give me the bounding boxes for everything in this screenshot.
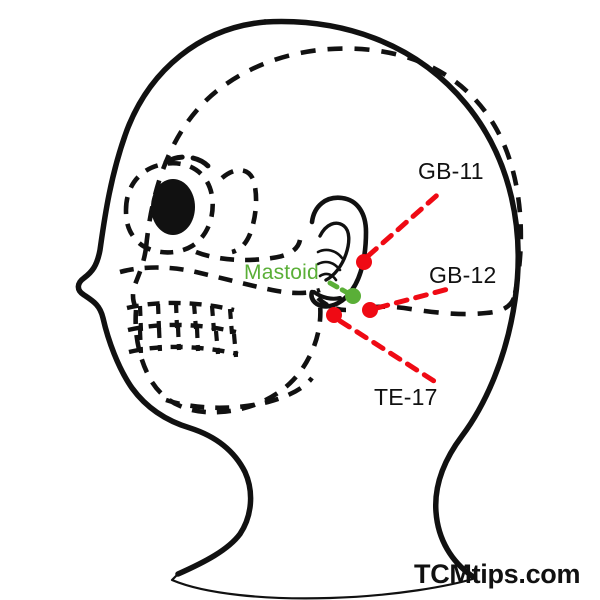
leader-line-gb-12 <box>374 285 455 311</box>
acupoint-te-17[interactable] <box>326 307 342 323</box>
leader-line-gb-11 <box>365 187 446 259</box>
label-mastoid: Mastoid <box>244 261 319 284</box>
cranial-vault-suture <box>130 46 524 310</box>
label-gb-11: GB-11 <box>418 158 484 184</box>
shoulders <box>170 572 478 600</box>
lower-teeth <box>128 326 239 358</box>
label-gb-12: GB-12 <box>429 262 497 288</box>
leader-line-te-17 <box>337 318 437 384</box>
watermark-tcmtips: TCMtips.com <box>414 559 581 589</box>
leader-lines <box>327 187 455 384</box>
mandible-jaw <box>133 296 347 415</box>
acupoint-gb-12[interactable] <box>362 302 378 318</box>
acupoints <box>326 254 378 323</box>
leader-line-mastoid <box>327 280 349 295</box>
label-te-17: TE-17 <box>374 384 438 410</box>
head-outline <box>75 18 521 579</box>
acupoint-gb-11[interactable] <box>356 254 372 270</box>
eyeball <box>151 179 195 235</box>
brow-ridge <box>195 167 303 263</box>
upper-teeth <box>126 300 237 335</box>
landmark-mastoid-dot[interactable] <box>345 288 361 304</box>
eye-socket <box>123 154 215 255</box>
cheekbone-zygomatic-arch <box>119 265 321 296</box>
